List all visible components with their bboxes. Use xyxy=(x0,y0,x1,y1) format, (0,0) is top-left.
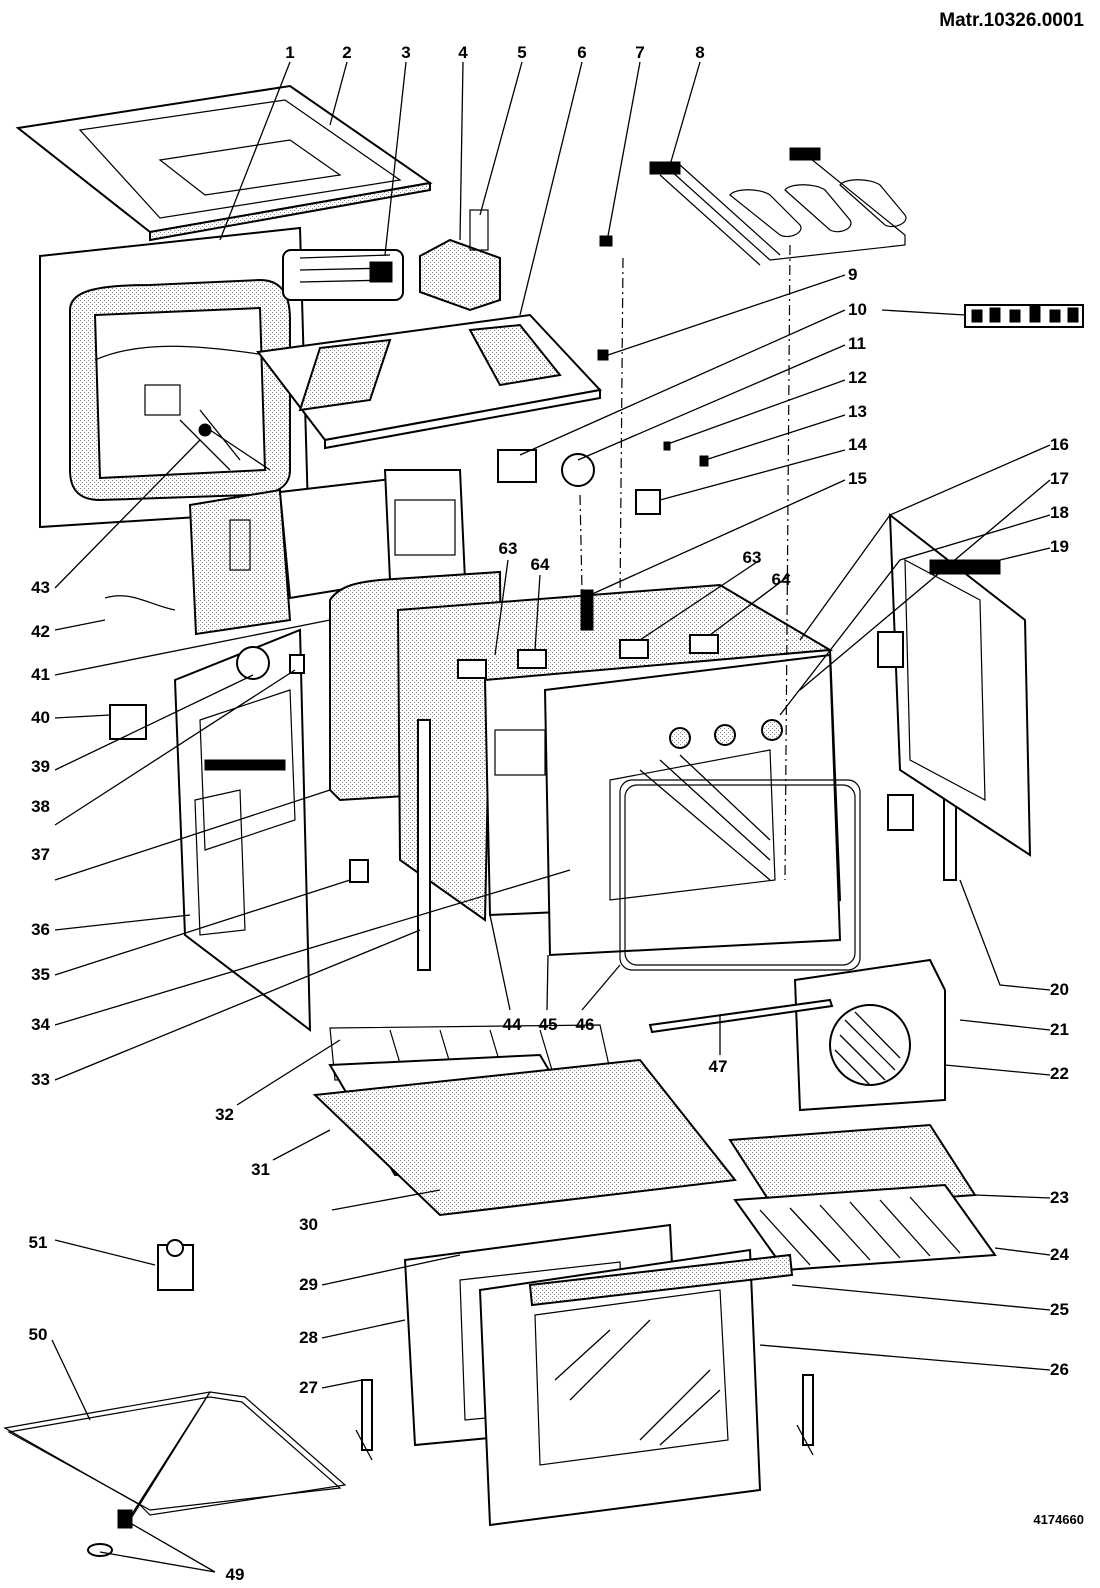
small-components xyxy=(497,235,709,515)
callout-63-left: 63 xyxy=(499,539,518,558)
wire-grid-part xyxy=(733,1183,997,1272)
callout-36: 36 xyxy=(31,920,50,939)
callout-19: 19 xyxy=(1050,537,1069,556)
callout-18: 18 xyxy=(1050,503,1069,522)
callout-47: 47 xyxy=(709,1057,728,1076)
door-seal-part xyxy=(619,779,861,971)
callout-64-left: 64 xyxy=(531,555,550,574)
callout-29: 29 xyxy=(299,1275,318,1294)
cooling-fan-part xyxy=(282,249,404,301)
callout-34: 34 xyxy=(31,1015,50,1034)
callout-43: 43 xyxy=(31,578,50,597)
callout-8: 8 xyxy=(695,43,704,62)
callout-13: 13 xyxy=(848,402,867,421)
door-handle-part xyxy=(528,1253,794,1307)
top-cover-part xyxy=(15,84,433,242)
right-side-panel-part xyxy=(877,512,1032,857)
bottom-heating-element-part xyxy=(3,1391,347,1557)
callout-6: 6 xyxy=(577,43,586,62)
callout-44: 44 xyxy=(503,1015,522,1034)
callout-28: 28 xyxy=(299,1328,318,1347)
callout-32: 32 xyxy=(215,1105,234,1124)
callout-20: 20 xyxy=(1050,980,1069,999)
electronic-module-part xyxy=(419,209,501,312)
drawing-reference: Matr.10326.0001 xyxy=(939,10,1084,31)
callout-63-right: 63 xyxy=(743,548,762,567)
callout-27: 27 xyxy=(299,1378,318,1397)
callout-7: 7 xyxy=(635,43,644,62)
misc-left-parts xyxy=(104,595,369,883)
top-inner-panel-part xyxy=(256,313,602,450)
leader-lines xyxy=(51,61,1051,1573)
callout-21: 21 xyxy=(1050,1020,1069,1039)
door-hinge-left xyxy=(355,1379,373,1461)
control-panel-bracket-part xyxy=(188,469,467,636)
callout-9: 9 xyxy=(848,265,857,284)
rear-panel-part xyxy=(39,226,310,529)
callout-5: 5 xyxy=(517,43,526,62)
callout-51: 51 xyxy=(29,1233,48,1252)
callout-50: 50 xyxy=(29,1325,48,1344)
callout-22: 22 xyxy=(1050,1064,1069,1083)
callout-14: 14 xyxy=(848,435,867,454)
callout-41: 41 xyxy=(31,665,50,684)
trim-strip-part xyxy=(648,998,834,1034)
fan-cover-part xyxy=(793,958,946,1112)
door-hinge-right xyxy=(796,1374,814,1456)
callout-42: 42 xyxy=(31,622,50,641)
callout-45: 45 xyxy=(539,1015,558,1034)
oven-cavity-part xyxy=(396,583,842,957)
callout-2: 2 xyxy=(342,43,351,62)
callout-38: 38 xyxy=(31,797,50,816)
callout-30: 30 xyxy=(299,1215,318,1234)
callout-25: 25 xyxy=(1050,1300,1069,1319)
oven-base-part xyxy=(312,1058,737,1217)
callout-37: 37 xyxy=(31,845,50,864)
drawing-number: 4174660 xyxy=(1033,1512,1084,1527)
callout-11: 11 xyxy=(848,334,866,353)
callout-35: 35 xyxy=(31,965,50,984)
callout-33: 33 xyxy=(31,1070,50,1089)
motor-part xyxy=(157,1239,194,1291)
callout-15: 15 xyxy=(848,469,867,488)
callout-16: 16 xyxy=(1050,435,1069,454)
callout-24: 24 xyxy=(1050,1245,1069,1264)
callout-1: 1 xyxy=(285,43,294,62)
outer-door-part xyxy=(478,1248,762,1527)
left-side-panel-part xyxy=(173,628,312,1033)
assembly-lines xyxy=(579,244,791,881)
terminal-block-part xyxy=(964,304,1084,328)
callout-49: 49 xyxy=(226,1565,245,1584)
grill-element-part xyxy=(649,147,907,266)
callout-40: 40 xyxy=(31,708,50,727)
callout-26: 26 xyxy=(1050,1360,1069,1379)
callout-12: 12 xyxy=(848,368,867,387)
callout-23: 23 xyxy=(1050,1188,1069,1207)
callout-64-right: 64 xyxy=(772,570,791,589)
callout-labels: 1 2 3 4 5 6 7 8 9 10 11 12 13 14 15 16 1… xyxy=(29,43,1070,1584)
callout-17: 17 xyxy=(1050,469,1069,488)
callout-10: 10 xyxy=(848,300,867,319)
callout-39: 39 xyxy=(31,757,50,776)
callout-3: 3 xyxy=(401,43,410,62)
callout-46: 46 xyxy=(576,1015,595,1034)
callout-4: 4 xyxy=(458,43,468,62)
callout-31: 31 xyxy=(251,1160,270,1179)
